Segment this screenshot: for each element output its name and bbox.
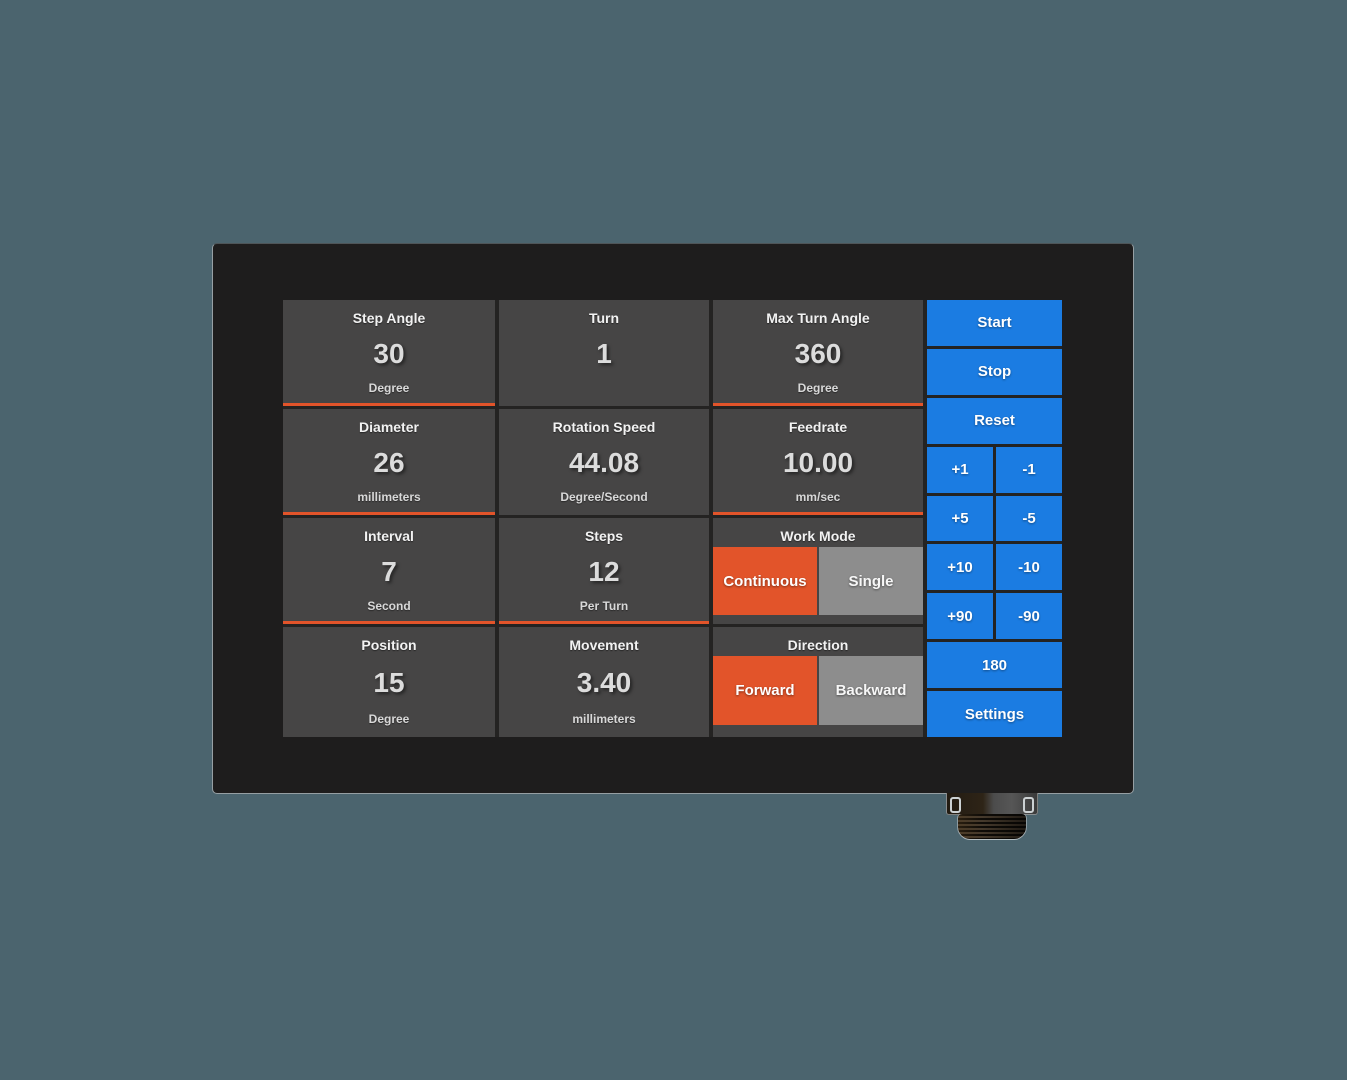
position-value: 15 <box>373 666 405 698</box>
max-turn-angle-label: Max Turn Angle <box>766 310 870 326</box>
cell-steps[interactable]: Steps 12 Per Turn <box>499 518 709 624</box>
work-mode-toggle: Continuous Single <box>713 547 923 615</box>
turn-unit <box>499 381 709 403</box>
direction-backward-button[interactable]: Backward <box>819 656 923 725</box>
steps-label: Steps <box>584 528 624 544</box>
rotation-speed-value: 44.08 <box>568 446 640 478</box>
work-mode-single-button[interactable]: Single <box>819 547 923 615</box>
diameter-unit: millimeters <box>357 490 421 504</box>
work-mode-continuous-button[interactable]: Continuous <box>713 547 817 615</box>
settings-button[interactable]: Settings <box>927 691 1062 737</box>
cell-diameter[interactable]: Diameter 26 millimeters <box>283 409 495 515</box>
reset-button[interactable]: Reset <box>927 397 1062 444</box>
steps-unit: Per Turn <box>579 599 629 613</box>
diameter-value: 26 <box>373 446 405 478</box>
side-button-panel: Start Stop Reset +1 -1 +5 -5 +10 -10 +90… <box>927 300 1062 737</box>
cell-feedrate[interactable]: Feedrate 10.00 mm/sec <box>713 409 923 515</box>
connector-threaded-barrel <box>958 814 1026 839</box>
cell-direction: Direction Forward Backward <box>713 627 923 737</box>
touchscreen: Step Angle 30 Degree Turn 1 Max Turn Ang… <box>283 300 1062 737</box>
rotation-speed-unit: Degree/Second <box>560 490 648 504</box>
connector-flange <box>946 793 1038 815</box>
plus-10-button[interactable]: +10 <box>927 544 993 591</box>
minus-90-button[interactable]: -90 <box>996 593 1062 640</box>
cell-step-angle[interactable]: Step Angle 30 Degree <box>283 300 495 406</box>
movement-unit: millimeters <box>572 712 636 726</box>
start-button[interactable]: Start <box>927 300 1062 346</box>
cell-interval[interactable]: Interval 7 Second <box>283 518 495 624</box>
stop-button[interactable]: Stop <box>927 348 1062 395</box>
max-turn-angle-unit: Degree <box>797 381 839 395</box>
turn-value: 1 <box>596 337 612 369</box>
cell-max-turn-angle[interactable]: Max Turn Angle 360 Degree <box>713 300 923 406</box>
jog-90-row: +90 -90 <box>927 593 1062 640</box>
diameter-label: Diameter <box>359 419 419 435</box>
step-angle-value: 30 <box>373 337 405 369</box>
minus-5-button[interactable]: -5 <box>996 495 1062 542</box>
cell-movement: Movement 3.40 millimeters <box>499 627 709 737</box>
turn-label: Turn <box>588 310 620 326</box>
minus-10-button[interactable]: -10 <box>996 544 1062 591</box>
position-unit: Degree <box>368 712 410 726</box>
connector-slot-right-icon <box>1023 797 1034 813</box>
plus-5-button[interactable]: +5 <box>927 495 993 542</box>
jog-10-row: +10 -10 <box>927 544 1062 591</box>
feedrate-label: Feedrate <box>788 419 848 435</box>
direction-toggle: Forward Backward <box>713 656 923 725</box>
work-mode-label: Work Mode <box>780 528 856 544</box>
direction-forward-button[interactable]: Forward <box>713 656 817 725</box>
interval-unit: Second <box>367 599 411 613</box>
jog-5-row: +5 -5 <box>927 495 1062 542</box>
parameter-grid: Step Angle 30 Degree Turn 1 Max Turn Ang… <box>283 300 923 737</box>
connector-slot-left-icon <box>950 797 961 813</box>
direction-label: Direction <box>787 637 849 653</box>
steps-value: 12 <box>588 555 620 587</box>
interval-label: Interval <box>364 528 414 544</box>
jog-1-row: +1 -1 <box>927 446 1062 493</box>
movement-label: Movement <box>569 637 639 653</box>
step-angle-label: Step Angle <box>352 310 426 326</box>
position-label: Position <box>361 637 417 653</box>
cell-work-mode: Work Mode Continuous Single <box>713 518 923 624</box>
deg-180-button[interactable]: 180 <box>927 642 1062 689</box>
interval-value: 7 <box>381 555 397 587</box>
cell-turn: Turn 1 <box>499 300 709 406</box>
feedrate-value: 10.00 <box>782 446 854 478</box>
movement-value: 3.40 <box>576 666 632 698</box>
step-angle-unit: Degree <box>368 381 410 395</box>
cell-position: Position 15 Degree <box>283 627 495 737</box>
plus-1-button[interactable]: +1 <box>927 446 993 493</box>
rotation-speed-label: Rotation Speed <box>552 419 656 435</box>
power-connector <box>946 793 1038 840</box>
max-turn-angle-value: 360 <box>794 337 842 369</box>
feedrate-unit: mm/sec <box>795 490 841 504</box>
plus-90-button[interactable]: +90 <box>927 593 993 640</box>
hmi-device-bezel: Step Angle 30 Degree Turn 1 Max Turn Ang… <box>212 243 1134 839</box>
cell-rotation-speed: Rotation Speed 44.08 Degree/Second <box>499 409 709 515</box>
minus-1-button[interactable]: -1 <box>996 446 1062 493</box>
